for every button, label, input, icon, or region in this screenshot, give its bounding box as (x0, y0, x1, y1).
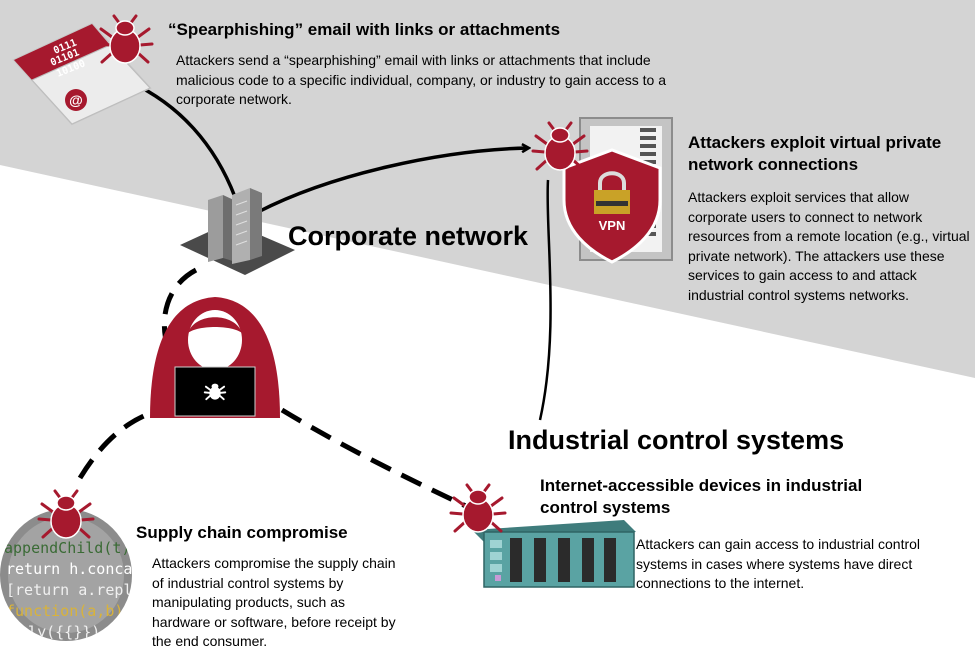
corporate-network-label: Corporate network (288, 220, 588, 252)
plc-rack-icon (472, 520, 636, 587)
dashed-link-attacker-devices (282, 410, 470, 508)
dashed-link-attacker-supply-chain (80, 410, 160, 478)
code-line: [return a.repla (6, 581, 141, 599)
vpn-description: Attackers exploit services that allow co… (688, 188, 970, 305)
code-line: return h.conca (6, 560, 132, 578)
vpn-badge: VPN (599, 218, 626, 233)
code-line: pply({{}}) (10, 623, 100, 641)
supply-chain-description: Attackers compromise the supply chain of… (152, 554, 402, 652)
at-symbol: @ (69, 92, 83, 108)
code-line: appendChild(t) (4, 539, 130, 557)
code-line: function(a,b){ (6, 602, 132, 620)
spearphishing-title: “Spearphishing” email with links or atta… (168, 19, 728, 41)
vpn-title: Attackers exploit virtual private networ… (688, 132, 958, 176)
ics-label: Industrial control systems (508, 424, 908, 456)
hacker-icon (150, 297, 280, 418)
internet-devices-description: Attackers can gain access to industrial … (636, 535, 956, 594)
spearphishing-description: Attackers send a “spearphishing” email w… (176, 51, 706, 110)
bug-icon (451, 485, 505, 532)
internet-devices-title: Internet-accessible devices in industria… (540, 475, 870, 519)
supply-chain-title: Supply chain compromise (136, 522, 436, 544)
